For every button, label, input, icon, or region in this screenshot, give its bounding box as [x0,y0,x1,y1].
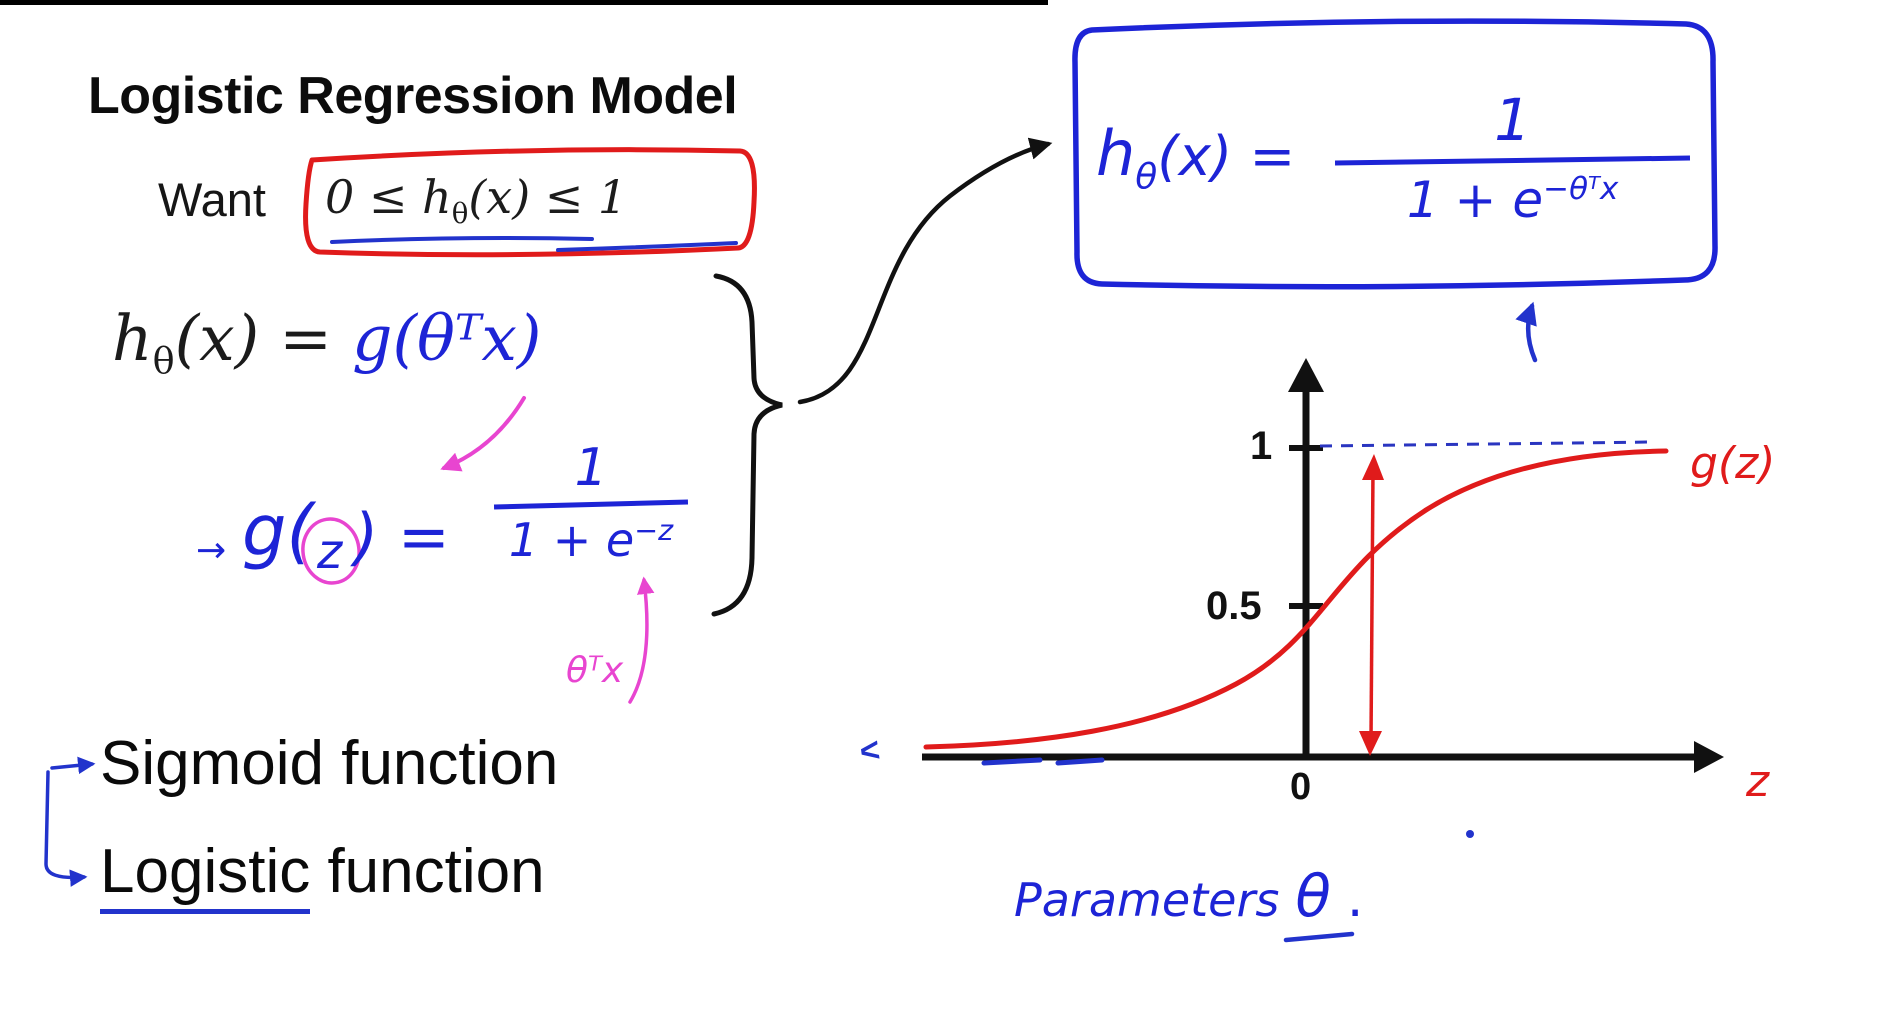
box-h: h [1096,116,1136,190]
asymptote-dashed-line [1319,440,1653,448]
parameters-word: Parameters [1014,873,1280,927]
def-g-open: g( [242,490,314,572]
blue-axis-dashes [981,757,1105,766]
logistic-function-label: Logistic function [100,836,545,914]
origin-label: 0 [1290,766,1312,808]
logistic-rest: function [310,837,545,906]
box-den-base: 1 + e [1406,170,1544,229]
hypothesis-rhs: g(θᵀx) [352,302,542,375]
curly-brace [711,273,783,617]
def-arrow: → [196,530,227,571]
def-close-equals: ) = [354,500,450,573]
want-formula-sub: θ [451,197,469,231]
x-axis-arrowhead [1694,741,1724,773]
parameters-note: Parameters θ . [1014,862,1363,930]
hypothesis-sub: θ [152,339,175,383]
box-denominator: 1 + e−θᵀx [1329,171,1696,229]
box-lhs: hθ(x) = [1096,117,1295,197]
logistic-word-underlined: Logistic [100,837,311,914]
hypothesis-h: h [112,302,153,375]
red-vertical-double-arrow [1359,454,1384,756]
y-axis-arrowhead [1288,358,1324,392]
want-formula: 0 ≤ hθ(x) ≤ 1 [325,170,627,230]
axis-left-mark: < [857,730,883,772]
def-denominator: 1 + e−z [492,513,690,567]
box-fraction: 1 1 + e−θᵀx [1329,86,1696,229]
curve-label-gz: g(z) [1690,438,1776,489]
boxed-hypothesis-formula: hθ(x) = 1 1 + e−θᵀx [1096,38,1696,276]
def-numerator: 1 [574,438,608,498]
def-fraction: 1 1 + e−z [492,438,690,567]
top-edge-line [0,0,1048,5]
parameters-period: . [1346,869,1364,929]
hypothesis-equation: hθ(x) = g(θᵀx) [112,302,542,383]
graph-axes [922,358,1724,773]
want-label: Want [158,173,266,226]
y-tick-label-one: 1 [1250,424,1273,468]
def-z: z [317,524,343,580]
def-den-exponent: −z [634,514,674,548]
want-formula-pre: 0 ≤ h [325,170,452,224]
y-tick-label-half: 0.5 [1206,584,1262,628]
x-axis-label-z: z [1746,756,1770,807]
bracket-arrows [44,756,96,887]
theta-transpose-x-note: θᵀx [566,650,624,691]
def-den-base: 1 + e [508,513,635,567]
parameters-theta: θ [1295,862,1331,930]
box-mid: (x) = [1157,123,1296,188]
box-fraction-bar [1335,155,1691,165]
box-den-exponent: −θᵀx [1543,171,1619,208]
pink-arrow-to-exponent [628,576,655,704]
sigmoid-function-label: Sigmoid function [100,729,559,798]
blue-underline-want [330,236,738,252]
hypothesis-mid: (x) = [174,302,353,375]
fraction-bar [493,499,689,510]
box-sub: θ [1135,156,1158,198]
sigmoid-curve [923,448,1669,750]
black-arrow-to-formula-box [797,137,1053,405]
stray-blue-dot [1466,830,1474,838]
want-formula-post: (x) ≤ 1 [468,170,628,224]
blue-up-arrow [1515,301,1538,363]
page-title: Logistic Regression Model [88,67,738,125]
box-numerator: 1 [1494,85,1532,154]
